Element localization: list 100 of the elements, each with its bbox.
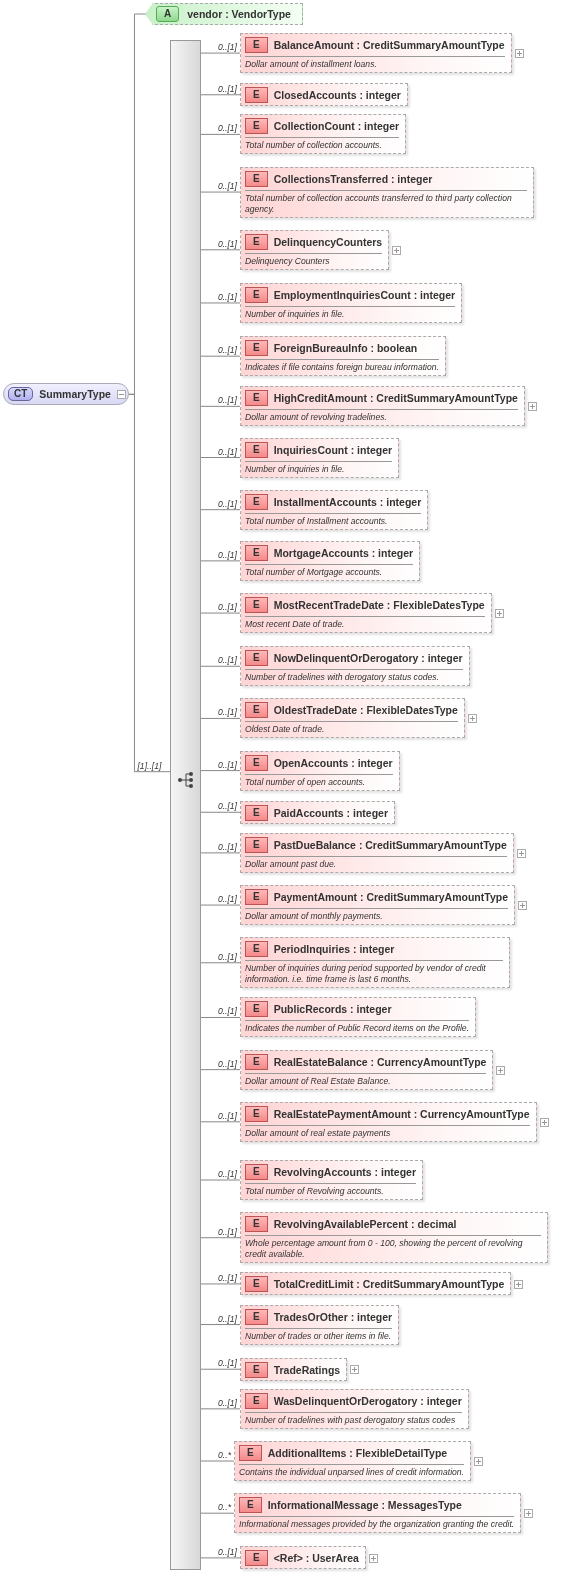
element-name: TradeRatings [273, 1362, 341, 1378]
element-name: PaidAccounts : integer [273, 805, 389, 821]
element-name: OldestTradeDate : FlexibleDatesType [273, 703, 458, 719]
element-badge: E [245, 390, 268, 407]
element-description: Dollar amount of monthly payments. [245, 908, 508, 923]
element-box [240, 540, 421, 581]
element-badge: E [245, 597, 268, 614]
element-name: RevolvingAvailablePercent : decimal [273, 1217, 457, 1233]
element-badge: E [245, 340, 268, 357]
connector [200, 1324, 241, 1326]
connector [200, 852, 241, 854]
connector [200, 1179, 241, 1181]
multiplicity-label: 0..[1] [216, 1546, 238, 1557]
complex-type-badge: CT [8, 387, 34, 402]
multiplicity-label: 0..[1] [216, 1006, 238, 1017]
multiplicity-label: 0..[1] [216, 759, 238, 770]
element-badge: E [245, 650, 268, 667]
connector [200, 1460, 235, 1462]
element-name: InstallmentAccounts : integer [273, 494, 422, 510]
element-name: <Ref> : UserArea [273, 1551, 359, 1567]
attribute-name: vendor : VendorType [187, 7, 291, 22]
element-badge: E [245, 1001, 268, 1018]
element-description: Dollar amount past due. [245, 855, 507, 870]
element-badge: E [245, 889, 268, 906]
connector [200, 509, 241, 511]
multiplicity-label: 0..[1] [216, 841, 238, 852]
connector [200, 133, 241, 135]
element-description: Number of inquiries in file. [245, 460, 393, 475]
element-name: AdditionalItems : FlexibleDetailType [267, 1446, 448, 1461]
element-box [240, 646, 470, 687]
element-description: Total number of open accounts. [245, 773, 393, 788]
element-badge: E [245, 87, 268, 104]
multiplicity-label: [1]..[1] [136, 760, 163, 771]
connector [200, 302, 241, 304]
connector [200, 405, 241, 407]
element-name: MortgageAccounts : integer [273, 545, 414, 561]
multiplicity-label: 0..[1] [216, 238, 238, 249]
element-box [240, 800, 396, 824]
connector [200, 770, 241, 772]
element-name: CollectionCount : integer [273, 119, 400, 135]
connector [200, 1368, 241, 1370]
element-badge: E [245, 836, 268, 853]
element-box [240, 1160, 424, 1201]
element-description: Oldest Date of trade. [245, 721, 458, 736]
element-badge: E [245, 1550, 268, 1567]
element-badge: E [245, 287, 268, 303]
multiplicity-label: 0..[1] [216, 655, 238, 666]
element-badge: E [245, 493, 268, 510]
element-badge: E [245, 441, 268, 458]
element-box [240, 489, 429, 530]
element-badge: E [245, 1216, 268, 1233]
element-name: PaymentAmount : CreditSummaryAmountType [273, 890, 508, 906]
multiplicity-label: 0..[1] [216, 1397, 238, 1408]
multiplicity-label: 0..[1] [216, 1226, 238, 1237]
multiplicity-label: 0..* [217, 1502, 232, 1513]
element-name: DelinquencyCounters [273, 234, 383, 250]
element-description: Dollar amount of installment loans. [245, 56, 505, 71]
multiplicity-label: 0..[1] [216, 951, 238, 962]
element-box [240, 437, 400, 478]
element-badge: E [245, 754, 268, 771]
element-description: Number of tradelines with past derogatory status codes [245, 1411, 462, 1426]
element-description: Most recent Date of trade. [245, 616, 485, 631]
multiplicity-label: 0..[1] [216, 345, 238, 356]
connector [200, 1016, 241, 1018]
connector [200, 1557, 241, 1559]
connector [200, 457, 241, 458]
element-name: ForeignBureauInfo : boolean [273, 341, 418, 357]
element-badge: E [239, 1445, 262, 1461]
element-description: Indicates the number of Public Record items on the Profile. [245, 1020, 470, 1035]
connector [200, 191, 241, 193]
connector [200, 52, 241, 54]
element-badge: E [245, 941, 268, 958]
element-box [240, 1388, 469, 1429]
element-description: Total number of Installment accounts. [245, 512, 422, 527]
element-name: EmploymentInquiriesCount : integer [273, 288, 456, 303]
element-name: TotalCreditLimit : CreditSummaryAmountType [273, 1277, 505, 1293]
element-box [240, 750, 400, 791]
multiplicity-label: 0..[1] [216, 498, 238, 509]
element-box [240, 336, 446, 377]
element-name: OpenAccounts : integer [273, 755, 393, 771]
element-badge: E [245, 1392, 268, 1409]
element-name: CollectionsTransferred : integer [273, 171, 433, 187]
connector [200, 1408, 241, 1410]
element-description: Total number of collection accounts. [245, 137, 400, 152]
multiplicity-label: 0..[1] [216, 602, 238, 613]
element-badge: E [245, 544, 268, 561]
element-name: WasDelinquentOrDerogatory : integer [273, 1393, 462, 1409]
multiplicity-label: 0..[1] [216, 1110, 238, 1121]
connector [200, 1512, 235, 1514]
element-description: Number of trades or other items in file. [245, 1327, 393, 1342]
connector [200, 249, 241, 251]
element-description: Contains the individual unparsed lines of credit information. [239, 1464, 464, 1478]
connector [200, 904, 241, 906]
element-name: BalanceAmount : CreditSummaryAmountType [273, 38, 505, 54]
element-badge: E [245, 118, 268, 135]
element-description: Dollar amount of real estate payments [245, 1124, 530, 1139]
element-box [240, 997, 477, 1038]
element-badge: E [245, 170, 268, 187]
element-description: Indicates if file contains foreign bureau information. [245, 359, 439, 374]
element-name: InquiriesCount : integer [273, 442, 393, 458]
